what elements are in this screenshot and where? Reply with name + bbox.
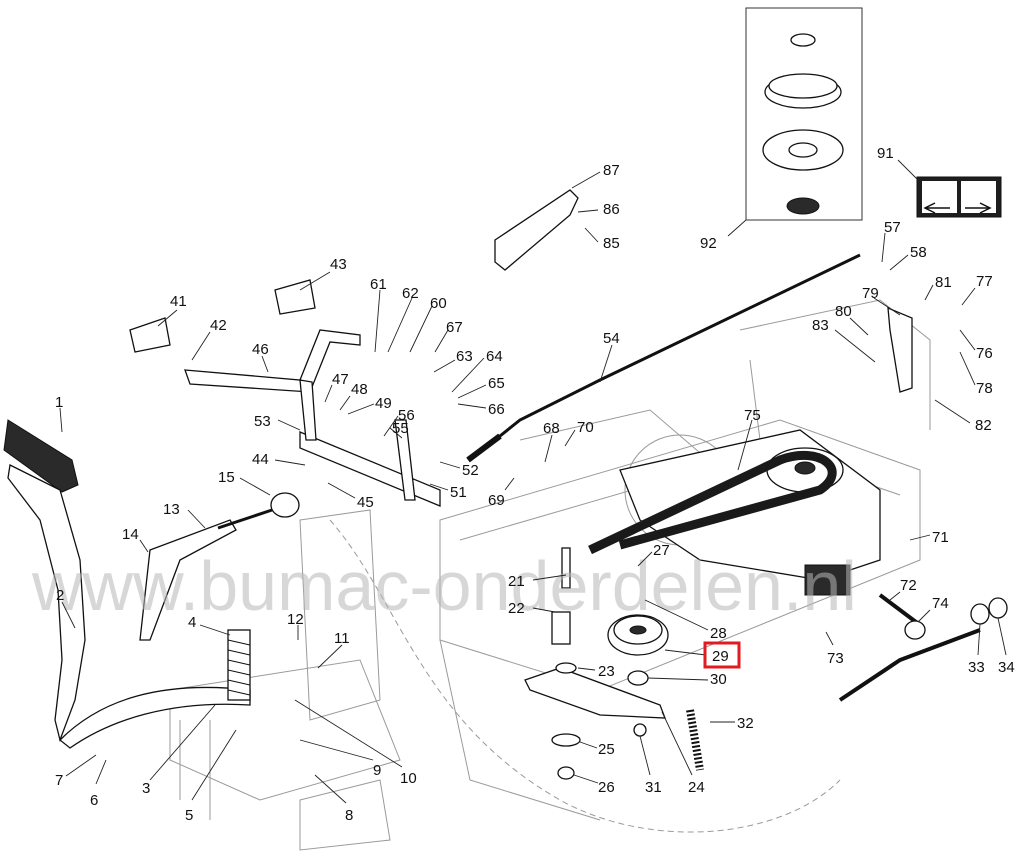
label-56[interactable]: 56 [398, 407, 415, 424]
label-28[interactable]: 28 [710, 625, 727, 642]
label-9[interactable]: 9 [373, 762, 381, 779]
label-72[interactable]: 72 [900, 577, 917, 594]
label-24[interactable]: 24 [688, 779, 705, 796]
label-49[interactable]: 49 [375, 395, 392, 412]
label-67[interactable]: 67 [446, 319, 463, 336]
part-drawings [3, 189, 1008, 780]
part-labels: 1 2 3 4 5 6 7 8 9 10 11 12 13 14 15 21 [55, 145, 1015, 824]
label-41[interactable]: 41 [170, 293, 187, 310]
label-47[interactable]: 47 [332, 371, 349, 388]
label-53[interactable]: 53 [254, 413, 271, 430]
label-83[interactable]: 83 [812, 317, 829, 334]
label-85[interactable]: 85 [603, 235, 620, 252]
label-11[interactable]: 11 [334, 630, 350, 647]
label-77[interactable]: 77 [976, 273, 993, 290]
label-68[interactable]: 68 [543, 420, 560, 437]
label-26[interactable]: 26 [598, 779, 615, 796]
label-13[interactable]: 13 [163, 501, 180, 518]
label-48[interactable]: 48 [351, 381, 368, 398]
label-82[interactable]: 82 [975, 417, 992, 434]
label-7[interactable]: 7 [55, 772, 63, 789]
label-34[interactable]: 34 [998, 659, 1015, 676]
label-29[interactable]: 29 [712, 648, 729, 665]
label-60[interactable]: 60 [430, 295, 447, 312]
label-30[interactable]: 30 [710, 671, 727, 688]
label-76[interactable]: 76 [976, 345, 993, 362]
highlight-box-29 [703, 641, 741, 669]
label-21[interactable]: 21 [508, 573, 525, 590]
label-1[interactable]: 1 [55, 394, 63, 411]
label-81[interactable]: 81 [935, 274, 952, 291]
label-55[interactable]: 55 [392, 420, 409, 437]
label-78[interactable]: 78 [976, 380, 993, 397]
label-69[interactable]: 69 [488, 492, 505, 509]
label-75[interactable]: 75 [744, 407, 761, 424]
label-80[interactable]: 80 [835, 303, 852, 320]
label-23[interactable]: 23 [598, 663, 615, 680]
label-31[interactable]: 31 [645, 779, 662, 796]
label-2[interactable]: 2 [56, 587, 64, 604]
label-45[interactable]: 45 [357, 494, 374, 511]
label-43[interactable]: 43 [330, 256, 347, 273]
label-66[interactable]: 66 [488, 401, 505, 418]
label-4[interactable]: 4 [188, 614, 196, 631]
label-91[interactable]: 91 [877, 145, 894, 162]
label-57[interactable]: 57 [884, 219, 901, 236]
label-62[interactable]: 62 [402, 285, 419, 302]
label-63[interactable]: 63 [456, 348, 473, 365]
label-64[interactable]: 64 [486, 348, 503, 365]
label-58[interactable]: 58 [910, 244, 927, 261]
label-32[interactable]: 32 [737, 715, 754, 732]
label-54[interactable]: 54 [603, 330, 620, 347]
pictogram-decal [916, 176, 1002, 218]
watermark-text: www.bumac-onderdelen.nl [31, 547, 857, 625]
label-22[interactable]: 22 [508, 600, 525, 617]
label-27[interactable]: 27 [653, 542, 670, 559]
label-87[interactable]: 87 [603, 162, 620, 179]
label-61[interactable]: 61 [370, 276, 387, 293]
label-12[interactable]: 12 [287, 611, 304, 628]
label-6[interactable]: 6 [90, 792, 98, 809]
label-71[interactable]: 71 [932, 529, 949, 546]
label-65[interactable]: 65 [488, 375, 505, 392]
label-8[interactable]: 8 [345, 807, 353, 824]
label-52[interactable]: 52 [462, 462, 479, 479]
label-92[interactable]: 92 [700, 235, 717, 252]
label-3[interactable]: 3 [142, 780, 150, 797]
label-25[interactable]: 25 [598, 741, 615, 758]
label-10[interactable]: 10 [400, 770, 417, 787]
label-73[interactable]: 73 [827, 650, 844, 667]
label-74[interactable]: 74 [932, 595, 949, 612]
pulley-fan-inset [745, 7, 863, 221]
label-46[interactable]: 46 [252, 341, 269, 358]
label-33[interactable]: 33 [968, 659, 985, 676]
label-51[interactable]: 51 [450, 484, 467, 501]
label-15[interactable]: 15 [218, 469, 235, 486]
label-44[interactable]: 44 [252, 451, 269, 468]
label-79[interactable]: 79 [862, 285, 879, 302]
ghost-frame [169, 299, 931, 851]
label-42[interactable]: 42 [210, 317, 227, 334]
label-14[interactable]: 14 [122, 526, 139, 543]
label-86[interactable]: 86 [603, 201, 620, 218]
label-5[interactable]: 5 [185, 807, 193, 824]
label-70[interactable]: 70 [577, 419, 594, 436]
